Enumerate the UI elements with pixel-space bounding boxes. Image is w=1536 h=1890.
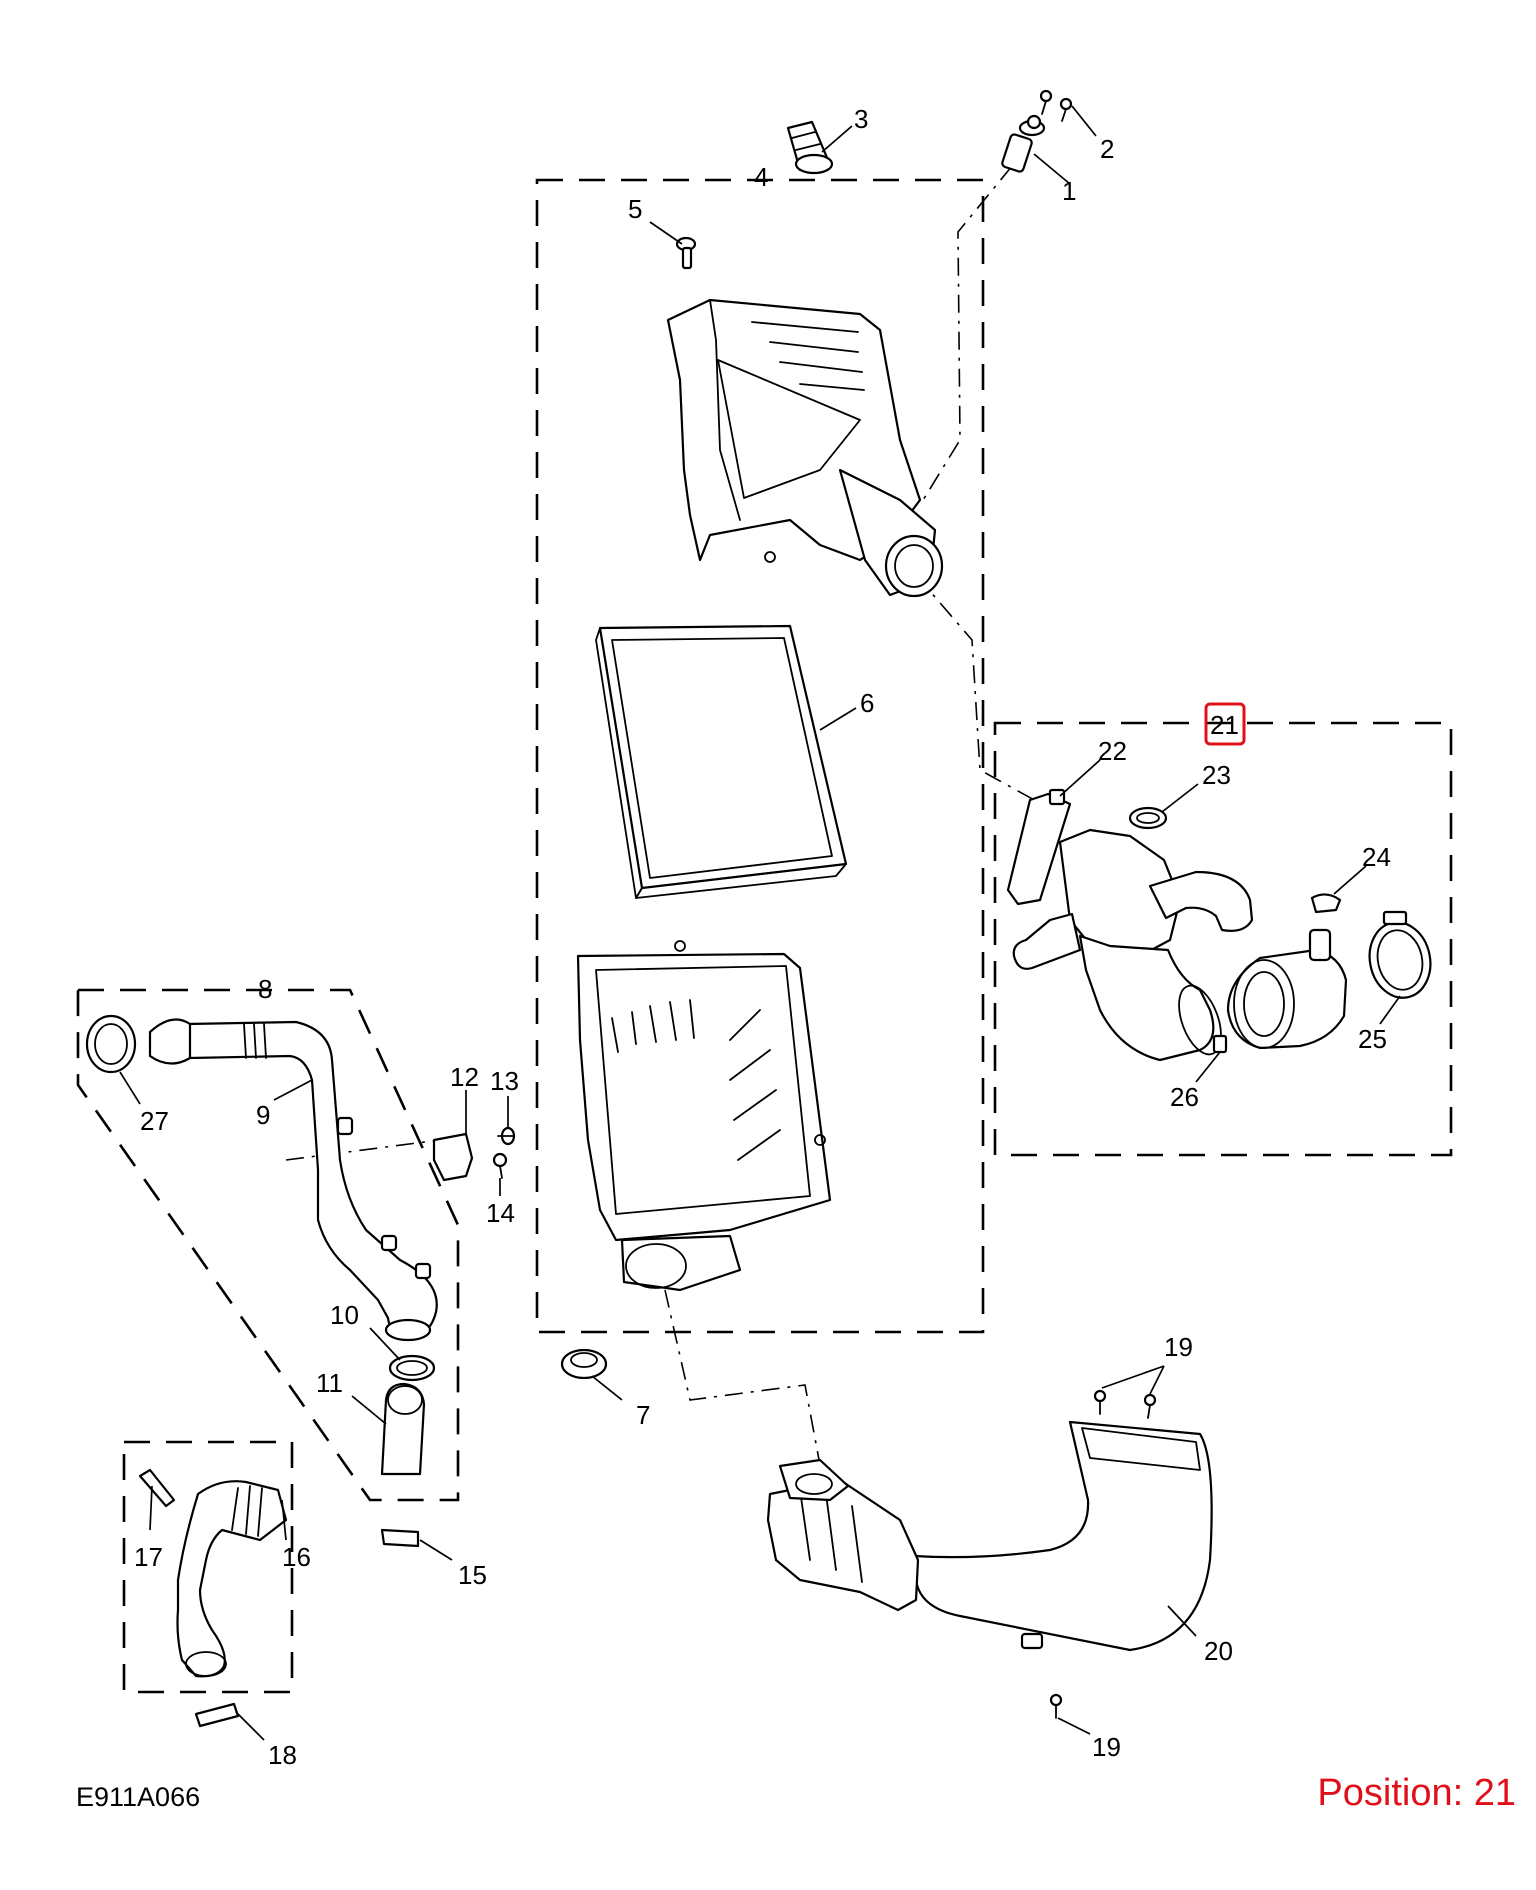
- callout-1[interactable]: 1: [1062, 176, 1076, 206]
- air-cleaner-cover-part: [666, 298, 944, 598]
- callout-19-upper[interactable]: 19: [1164, 1332, 1193, 1362]
- leader-11: [351, 1395, 387, 1425]
- filter-element-part: [595, 624, 848, 899]
- leader-22: [1059, 759, 1101, 797]
- callout-19-lower[interactable]: 19: [1092, 1732, 1121, 1762]
- bolt-part: [675, 236, 697, 270]
- callout-2[interactable]: 2: [1100, 134, 1114, 164]
- callout-15[interactable]: 15: [458, 1560, 487, 1590]
- intake-pipe-part: [148, 1018, 438, 1342]
- leader-19a2: [1149, 1365, 1165, 1395]
- leader-23: [1161, 783, 1199, 813]
- grommet-part: [786, 120, 834, 175]
- assembly-line-4: [285, 1139, 441, 1161]
- callout-26[interactable]: 26: [1170, 1082, 1199, 1112]
- leader-20: [1167, 1605, 1197, 1637]
- bracket-part: [432, 1132, 474, 1182]
- intake-pipe-group-box: [76, 988, 460, 1502]
- assembly-line-3: [664, 1289, 821, 1466]
- air-cleaner-group-box: [535, 178, 985, 1334]
- callout-16[interactable]: 16: [282, 1542, 311, 1572]
- callout-24[interactable]: 24: [1362, 842, 1391, 872]
- callout-12[interactable]: 12: [450, 1062, 479, 1092]
- clip-part: [380, 1528, 420, 1548]
- hose-clip-lower-part: [194, 1702, 240, 1728]
- diagram-code: E911A066: [76, 1782, 201, 1812]
- clamp-ring-part: [85, 1014, 137, 1074]
- outlet-duct-assembly-part: [1006, 788, 1432, 1062]
- leader-10: [369, 1327, 401, 1361]
- callout-22[interactable]: 22: [1098, 736, 1127, 766]
- leader-25: [1379, 995, 1401, 1025]
- callout-8[interactable]: 8: [258, 974, 272, 1004]
- callout-21[interactable]: 21: [1210, 710, 1239, 740]
- callout-20[interactable]: 20: [1204, 1636, 1233, 1666]
- leader-15: [419, 1539, 453, 1561]
- leader-19a: [1101, 1365, 1165, 1389]
- leader-9: [273, 1079, 313, 1101]
- assembly-line-1: [919, 165, 1013, 506]
- leader-18: [235, 1711, 265, 1741]
- leader-7: [591, 1375, 623, 1401]
- callout-4[interactable]: 4: [754, 162, 768, 192]
- callout-13[interactable]: 13: [490, 1066, 519, 1096]
- duct-screws-upper-part: [1093, 1389, 1157, 1419]
- callout-27[interactable]: 27: [140, 1106, 169, 1136]
- leader-27: [119, 1071, 141, 1105]
- highlight-box: [1204, 702, 1246, 746]
- callout-14[interactable]: 14: [486, 1198, 515, 1228]
- leader-26: [1195, 1051, 1221, 1083]
- callout-23[interactable]: 23: [1202, 760, 1231, 790]
- callout-3[interactable]: 3: [854, 104, 868, 134]
- duct-screw-lower-part: [1049, 1693, 1063, 1719]
- leader-17: [149, 1485, 153, 1531]
- hose-clamp-part: [388, 1354, 436, 1382]
- hose-group-box: [122, 1440, 294, 1694]
- leader-2: [1071, 105, 1097, 137]
- air-cleaner-housing-part: [576, 940, 832, 1292]
- callout-10[interactable]: 10: [330, 1300, 359, 1330]
- leader-24: [1333, 865, 1367, 895]
- hose-clip-part: [138, 1468, 176, 1508]
- leader-19b: [1057, 1717, 1091, 1735]
- callout-25[interactable]: 25: [1358, 1024, 1387, 1054]
- callout-7[interactable]: 7: [636, 1400, 650, 1430]
- sensor-part: [1001, 114, 1046, 173]
- callout-6[interactable]: 6: [860, 688, 874, 718]
- leader-1: [1033, 153, 1071, 185]
- leader-5: [649, 221, 683, 245]
- callout-18[interactable]: 18: [268, 1740, 297, 1770]
- callout-17[interactable]: 17: [134, 1542, 163, 1572]
- leader-3: [821, 125, 853, 153]
- callout-11[interactable]: 11: [316, 1368, 343, 1398]
- assembly-line-2: [915, 574, 1057, 813]
- screw-pair-part: [1039, 89, 1073, 122]
- bracket-bolts-part: [492, 1126, 516, 1179]
- inlet-duct-part: [766, 1420, 1213, 1652]
- connector-hose-part: [380, 1382, 426, 1476]
- callout-9[interactable]: 9: [256, 1100, 270, 1130]
- breather-hose-part: [176, 1480, 288, 1678]
- callout-5[interactable]: 5: [628, 194, 642, 224]
- outlet-duct-group-box: [993, 721, 1453, 1157]
- position-label: Position: 21: [1317, 1772, 1516, 1814]
- rubber-grommet-part: [560, 1348, 608, 1380]
- leader-6: [819, 707, 857, 731]
- leader-16: [281, 1499, 287, 1541]
